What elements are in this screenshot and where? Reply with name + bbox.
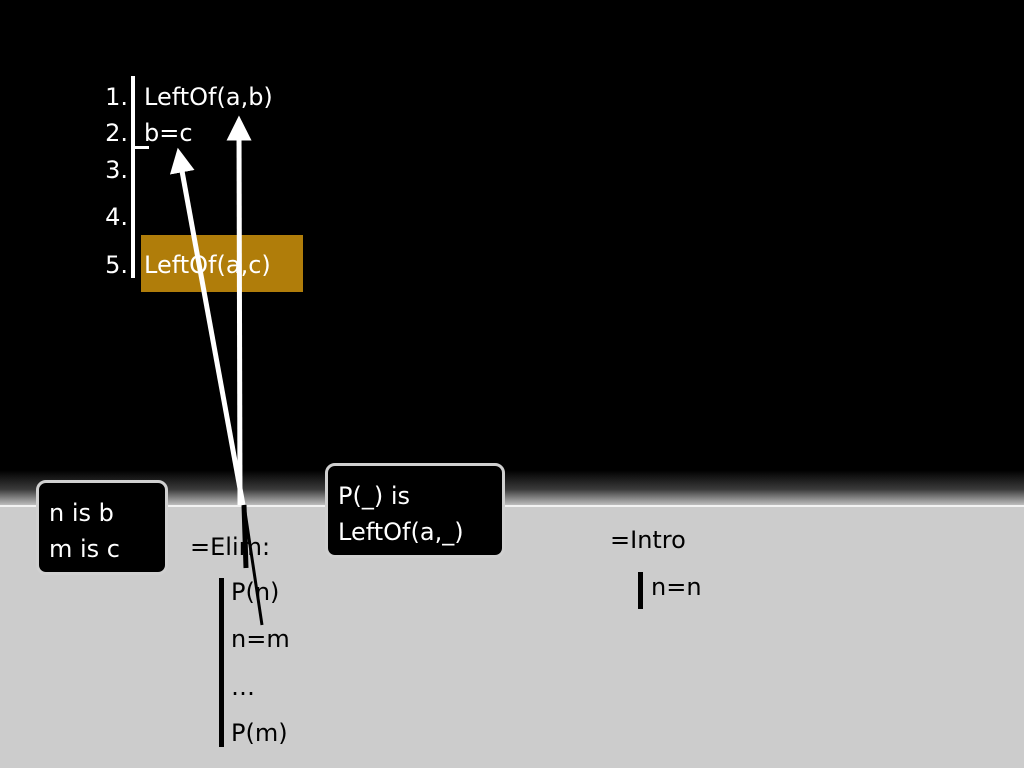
- proof-line-text: LeftOf(a,b): [144, 83, 273, 111]
- substitution-box: n is b m is c: [36, 480, 168, 575]
- elim-title: =Elim:: [190, 533, 271, 561]
- arrow-to-line-2: [169, 147, 246, 506]
- elim-line: …: [231, 673, 255, 701]
- line-number: 1.: [105, 83, 128, 111]
- intro-line: n=n: [651, 573, 702, 601]
- predicate-box: P(_) is LeftOf(a,_): [325, 463, 505, 558]
- line-number: 2.: [105, 119, 128, 147]
- horizon-gradient: [0, 470, 1024, 505]
- arrow-tail-nm: [242, 504, 264, 626]
- substitution-line: n is b: [49, 499, 114, 527]
- line-number: 4.: [105, 203, 128, 231]
- proof-scope-bar: [131, 76, 135, 278]
- light-bottom-area: [0, 505, 1024, 768]
- predicate-line: LeftOf(a,_): [338, 518, 464, 546]
- goal-highlight: [141, 235, 303, 292]
- premise-divider: [133, 146, 149, 149]
- arrow-to-line-1: [226, 115, 252, 506]
- elim-line: n=m: [231, 625, 290, 653]
- proof-line-text: LeftOf(a,c): [144, 251, 271, 279]
- elim-line: P(m): [231, 719, 288, 747]
- predicate-line: P(_) is: [338, 482, 410, 510]
- line-number: 3.: [105, 156, 128, 184]
- elim-scope-bar: [219, 578, 224, 747]
- intro-title: =Intro: [610, 526, 686, 554]
- line-number: 5.: [105, 251, 128, 279]
- intro-scope-bar: [638, 572, 643, 609]
- proof-line-text: b=c: [144, 119, 193, 147]
- substitution-line: m is c: [49, 535, 121, 563]
